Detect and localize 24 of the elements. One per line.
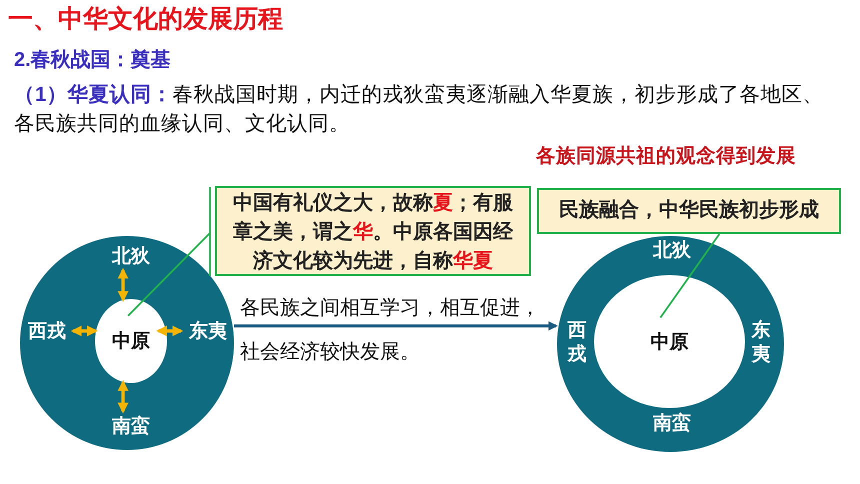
callout-box: 民族融合，中华民族初步形成	[537, 188, 841, 234]
paragraph: （1）华夏认同：春秋战国时期，内迁的戎狄蛮夷逐渐融入华夏族，初步形成了各地区、各民族共同的血缘认同、文化认同。	[14, 82, 824, 137]
callout-box: 中国有礼仪之大，故称夏；有服章之美，谓之华。中原各国因经济文化较为先进，自称华夏	[215, 186, 531, 276]
region-label: 东夷	[749, 316, 773, 370]
title: 一、中华文化的发展历程	[8, 4, 283, 35]
center-circle: 中原	[95, 299, 167, 383]
arrow	[234, 321, 558, 331]
double-arrow	[118, 380, 128, 414]
region-label: 北狄	[642, 236, 702, 264]
region-label: 南蛮	[642, 409, 702, 437]
region-label: 西戎	[22, 317, 72, 345]
leader-line	[660, 233, 720, 318]
region-label: 东夷	[182, 317, 234, 345]
region-label: 北狄	[101, 242, 161, 270]
region-label: 南蛮	[101, 412, 161, 440]
leader-line	[127, 186, 211, 317]
note-text: 各族同源共祖的观念得到发展	[536, 144, 796, 169]
double-arrow	[156, 326, 184, 336]
double-arrow	[70, 326, 98, 336]
section-heading: 2.春秋战国：奠基	[14, 48, 171, 73]
edge-label: 各民族之间相互学习，相互促进，社会经济较快发展。	[240, 296, 541, 365]
double-arrow	[118, 268, 128, 302]
center-circle: 中原	[594, 275, 745, 408]
region-label: 西戎	[565, 316, 589, 370]
